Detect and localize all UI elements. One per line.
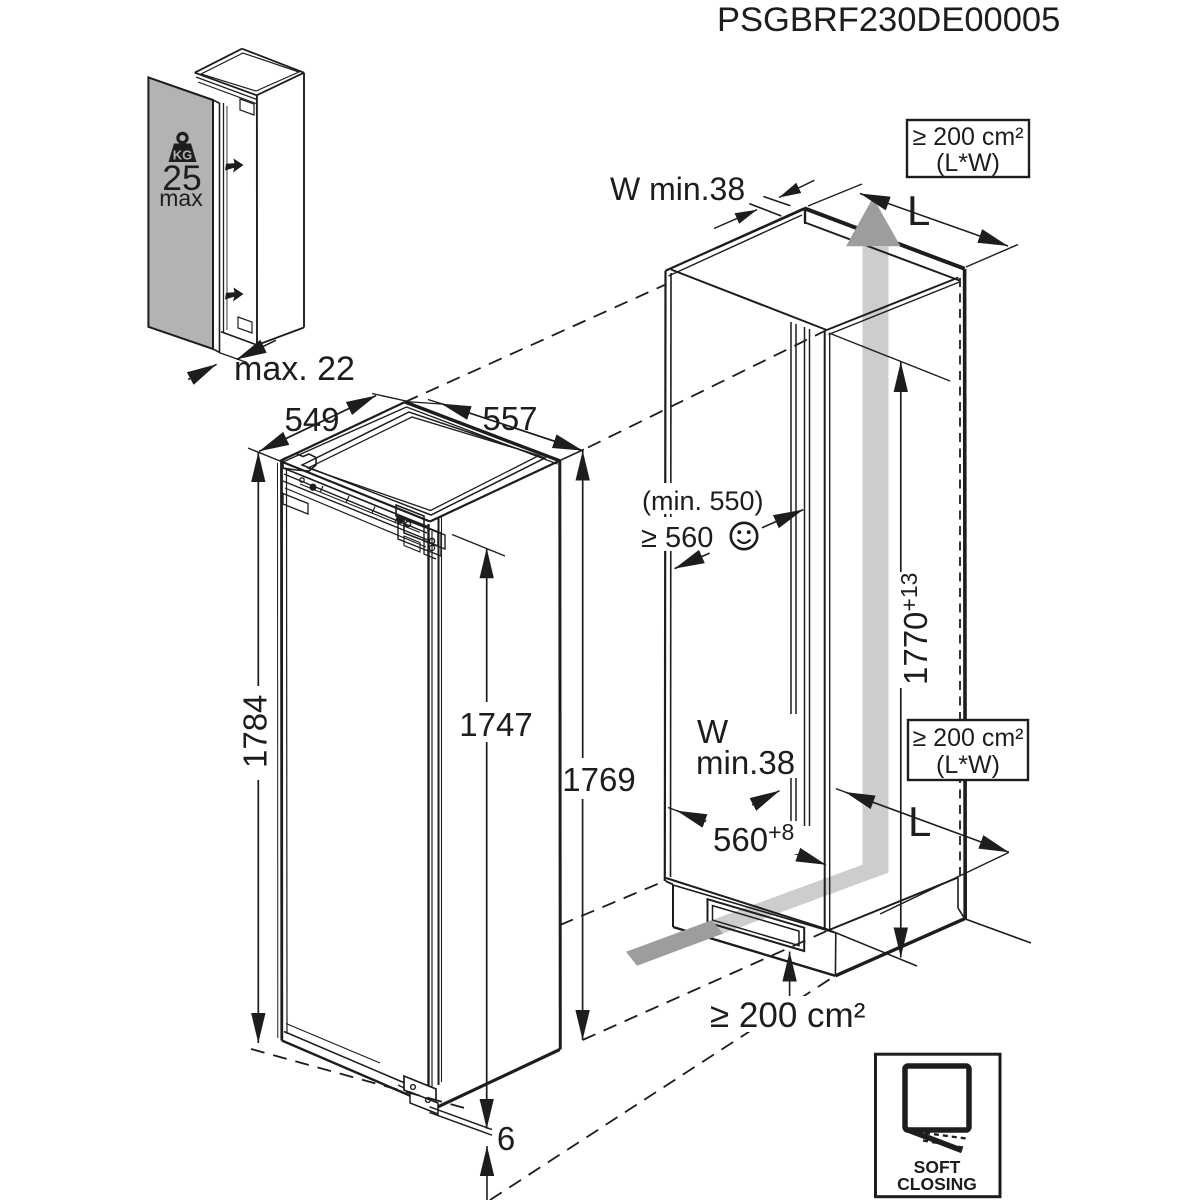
svg-text:≥ 200 cm²: ≥ 200 cm² xyxy=(913,724,1024,752)
svg-text:max: max xyxy=(159,185,203,211)
svg-text:1784: 1784 xyxy=(237,695,274,768)
svg-text:W: W xyxy=(697,713,729,750)
svg-text:25: 25 xyxy=(162,158,202,198)
svg-text:max. 22: max. 22 xyxy=(234,350,355,388)
svg-text:1770+13: 1770+13 xyxy=(896,573,934,685)
svg-text:CLOSING: CLOSING xyxy=(897,1174,977,1194)
svg-text:6: 6 xyxy=(497,1120,515,1157)
svg-text:549: 549 xyxy=(284,401,339,438)
svg-text:(L*W): (L*W) xyxy=(936,149,1000,177)
svg-text:PSGBRF230DE00005: PSGBRF230DE00005 xyxy=(717,1,1060,39)
svg-text:W min.38: W min.38 xyxy=(610,171,745,207)
svg-text:L: L xyxy=(908,798,931,845)
svg-text:≥ 560: ≥ 560 xyxy=(641,522,713,554)
svg-text:L: L xyxy=(907,187,930,234)
svg-text:1747: 1747 xyxy=(459,706,532,743)
svg-text:557: 557 xyxy=(482,400,537,437)
svg-text:≥ 200 cm²: ≥ 200 cm² xyxy=(710,996,865,1035)
svg-text:(L*W): (L*W) xyxy=(936,751,1000,779)
svg-text:≥ 200 cm²: ≥ 200 cm² xyxy=(913,123,1024,151)
svg-text:KG: KG xyxy=(173,148,193,163)
svg-text:SOFT: SOFT xyxy=(914,1157,961,1177)
svg-text:(min. 550): (min. 550) xyxy=(642,486,764,516)
svg-text:1769: 1769 xyxy=(562,761,635,798)
svg-text:min.38: min.38 xyxy=(696,744,795,781)
